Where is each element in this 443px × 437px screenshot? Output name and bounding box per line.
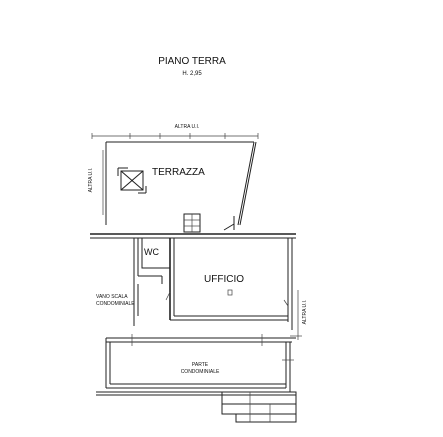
terrace-outline: [105, 141, 257, 226]
label-parte-2: CONDOMINIALE: [181, 369, 220, 375]
label-parte-1: PARTE: [192, 362, 209, 368]
ufficio-pillar: [227, 289, 233, 296]
label-altra-left: ALTRA U.I.: [88, 168, 94, 193]
door-symbols: [165, 291, 289, 307]
bottom-steps: [96, 391, 297, 423]
skylight-symbol: [117, 167, 147, 194]
common-area: [105, 334, 302, 392]
label-vano-scala-1: VANO SCALA: [96, 294, 128, 300]
label-wc: WC: [144, 247, 159, 257]
label-ufficio: UFFICIO: [204, 274, 244, 285]
label-altra-top: ALTRA U.I.: [175, 124, 200, 130]
label-terrazza: TERRAZZA: [152, 167, 205, 178]
terrace-wall: [90, 233, 296, 239]
top-boundary-line: [91, 133, 259, 139]
plan-title: PIANO TERRA: [158, 56, 226, 67]
label-vano-scala-2: CONDOMINIALE: [96, 301, 135, 307]
ufficio-room: [169, 238, 293, 330]
height-note: H. 2,95: [182, 71, 202, 77]
label-altra-right: ALTRA U.I.: [302, 300, 308, 325]
shaft-symbol: [183, 213, 235, 233]
stair-area: [133, 276, 163, 326]
